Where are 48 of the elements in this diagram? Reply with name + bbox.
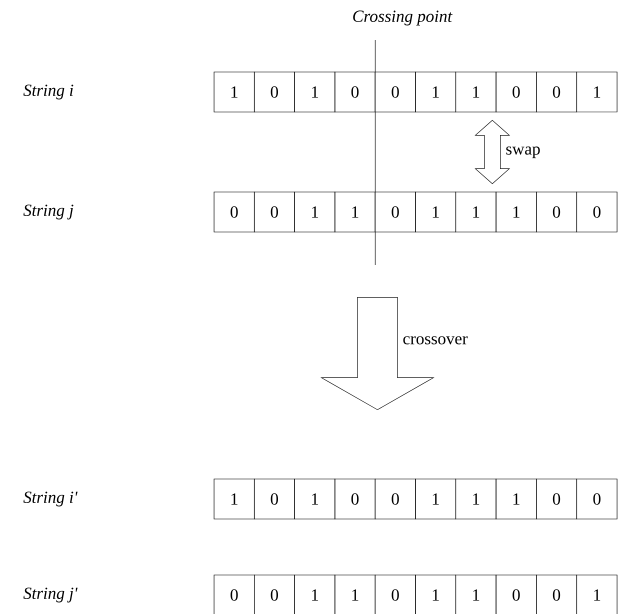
bit-cell: 0: [254, 192, 295, 232]
bit-cell: 1: [294, 478, 336, 520]
bit-cell: 1: [455, 574, 496, 614]
bit-cell: 1: [294, 192, 336, 232]
bit-cell: 1: [496, 192, 537, 232]
bit-cell: 0: [496, 574, 537, 614]
bit-cell: 1: [576, 574, 618, 614]
bit-cell: 0: [576, 478, 618, 520]
string-label: String i': [23, 492, 78, 506]
bit-cell: 0: [334, 478, 376, 520]
crossing-point-label: Crossing point: [353, 10, 453, 26]
bit-cell: 0: [374, 72, 416, 112]
bit-cell: 1: [415, 192, 456, 232]
bit-cell: 0: [214, 192, 255, 232]
bit-cell: 0: [374, 478, 416, 520]
bit-cell: 0: [214, 574, 255, 614]
bit-cell: 1: [294, 72, 336, 112]
bit-cell: 1: [415, 72, 456, 112]
bit-cell: 1: [415, 478, 456, 520]
bit-cell: 0: [334, 72, 376, 112]
bit-cell: 0: [374, 574, 416, 614]
bit-cell: 1: [294, 574, 336, 614]
bit-cell: 1: [576, 72, 618, 112]
bit-cell: 0: [536, 574, 577, 614]
bit-cell: 1: [415, 574, 456, 614]
bit-cell: 0: [374, 192, 416, 232]
bit-cell: 0: [496, 72, 537, 112]
bit-cell: 1: [455, 478, 496, 520]
edge-label: crossover: [403, 336, 468, 344]
bit-cell: 0: [536, 192, 577, 232]
bit-cell: 0: [254, 574, 295, 614]
bit-cell: 0: [536, 478, 577, 520]
bit-cell: 0: [254, 72, 295, 112]
bit-cell: 1: [214, 478, 255, 520]
bit-cell: 1: [334, 574, 376, 614]
bit-cell: 0: [254, 478, 295, 520]
bit-cell: 1: [214, 72, 255, 112]
edge-label: swap: [506, 146, 540, 158]
string-label: String j': [23, 588, 78, 602]
bit-cell: 0: [576, 192, 618, 232]
string-label: String j: [23, 204, 74, 220]
bit-cell: 0: [536, 72, 577, 112]
bit-cell: 1: [496, 478, 537, 520]
bit-cell: 1: [334, 192, 376, 232]
string-label: String i: [23, 84, 74, 100]
bit-cell: 1: [455, 192, 496, 232]
block-arrow: [320, 297, 435, 410]
bit-cell: 1: [455, 72, 496, 112]
